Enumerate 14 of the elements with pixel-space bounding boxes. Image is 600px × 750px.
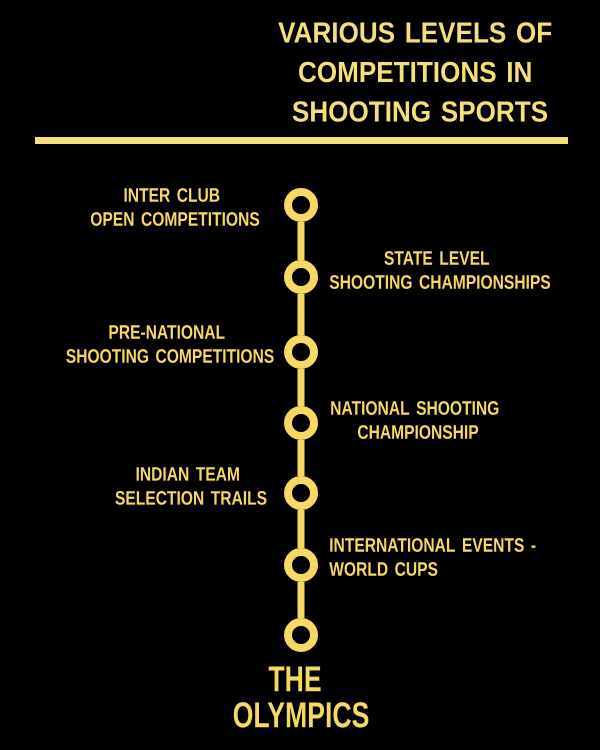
- connector-line: [298, 369, 304, 406]
- level-label: NATIONAL SHOOTING CHAMPIONSHIP: [331, 401, 498, 439]
- connector-line: [298, 510, 304, 548]
- level-label: PRE-NATIONAL SHOOTING COMPETITIONS: [66, 325, 274, 363]
- connector-line: [298, 582, 304, 618]
- level-label: INDIAN TEAM SELECTION TRAILS: [115, 467, 266, 505]
- title: VARIOUS LEVELS OF COMPETITIONS IN SHOOTING SPORTS: [278, 22, 552, 122]
- level-label: STATE LEVEL SHOOTING CHAMPIONSHIPS: [330, 251, 550, 289]
- level-label: THE OLYMPICS: [234, 666, 368, 728]
- connector-line: [298, 440, 304, 476]
- connector-line: [298, 294, 304, 335]
- level-label: INTER CLUB OPEN COMPETITIONS: [90, 188, 260, 226]
- connector-line: [298, 222, 304, 260]
- level-label: INTERNATIONAL EVENTS - WORLD CUPS: [329, 538, 536, 576]
